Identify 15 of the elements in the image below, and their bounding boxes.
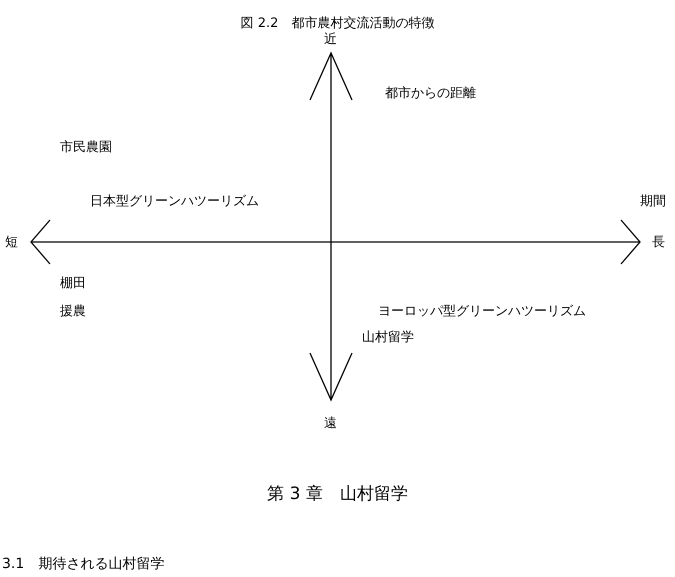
item-label: 山村留学: [362, 330, 414, 346]
axis-label: 長: [652, 235, 665, 251]
chapter-heading: 第 3 章 山村留学: [266, 486, 409, 502]
item-label: 日本型グリーンハツーリズム: [90, 194, 259, 210]
section-heading: 3.1 期待される山村留学: [2, 556, 164, 572]
axis-title: 期間: [640, 194, 666, 210]
axis-title: 都市からの距離: [385, 86, 476, 102]
item-label: 市民農園: [60, 140, 112, 156]
item-label: ヨーロッパ型グリーンハツーリズム: [378, 304, 586, 320]
axis-label: 短: [5, 235, 18, 251]
axis-label: 近: [324, 32, 337, 48]
figure-title: 図 2.2 都市農村交流活動の特徴: [240, 16, 436, 32]
item-label: 棚田: [60, 276, 86, 292]
item-label: 援農: [60, 304, 86, 320]
axis-label: 遠: [324, 416, 337, 432]
